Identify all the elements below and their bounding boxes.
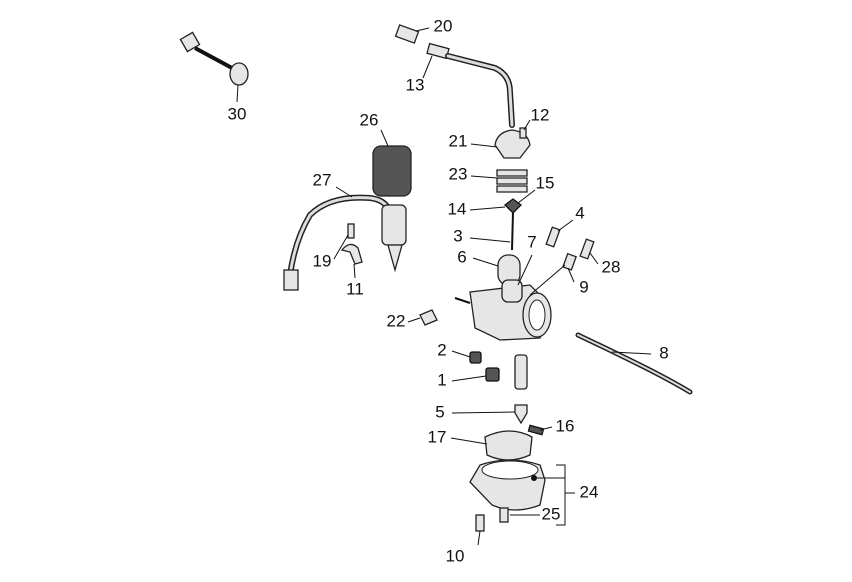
part-1-jet (485, 367, 500, 382)
part-10-screw (475, 514, 485, 532)
label-22: 22 (387, 311, 406, 330)
part-3-needle (511, 211, 514, 251)
label-10: 10 (446, 546, 465, 565)
label-8: 8 (659, 343, 668, 362)
label-26: 26 (360, 110, 379, 129)
part-28-screw (579, 238, 595, 260)
label-23: 23 (449, 164, 468, 183)
part-25-screw (499, 507, 509, 523)
part-15-clip (504, 198, 522, 214)
label-11: 11 (346, 279, 364, 298)
part-11-bracket (340, 243, 363, 265)
part-21-throttle-top (494, 127, 531, 159)
carburettor-body (454, 279, 552, 341)
label-5: 5 (435, 402, 444, 421)
label-15: 15 (536, 173, 555, 192)
callout-lines (236, 27, 652, 546)
part-number-labels: 20 13 30 26 12 21 23 15 27 14 4 3 7 19 6… (228, 16, 669, 565)
label-3: 3 (453, 226, 462, 245)
label-14: 14 (448, 199, 467, 218)
label-28: 28 (602, 257, 621, 276)
part-20-cap (394, 24, 420, 44)
part-22-screw (419, 309, 438, 326)
label-2: 2 (437, 340, 446, 359)
label-30: 30 (228, 104, 247, 123)
label-25: 25 (542, 504, 561, 523)
label-20: 20 (434, 16, 453, 35)
label-17: 17 (428, 427, 447, 446)
label-4: 4 (575, 203, 584, 222)
label-12: 12 (531, 105, 550, 124)
part-26-boot (372, 145, 412, 197)
part-23-spring (496, 169, 528, 193)
label-19: 19 (313, 251, 332, 270)
part-5-float-needle (514, 404, 528, 425)
label-21: 21 (449, 131, 468, 150)
part-17-float (484, 430, 533, 461)
part-19-screw (347, 223, 355, 239)
label-24: 24 (580, 482, 599, 501)
label-27: 27 (313, 170, 332, 189)
part-13-throttle-cable (426, 42, 515, 128)
part-8-hose (575, 332, 693, 395)
label-1: 1 (437, 370, 446, 389)
label-9: 9 (579, 277, 588, 296)
part-4-screw (545, 226, 561, 248)
part-emulsion-tube (514, 354, 528, 390)
part-9-spring (562, 252, 577, 271)
label-16: 16 (556, 416, 575, 435)
label-7: 7 (527, 232, 536, 251)
part-27-choke-cable (283, 194, 407, 291)
part-24-float-bowl (469, 459, 546, 511)
part-30-cable-adjuster (179, 31, 249, 86)
label-6: 6 (457, 247, 466, 266)
label-13: 13 (406, 75, 425, 94)
part-2-jet (469, 351, 482, 364)
part-16-pin (527, 424, 545, 436)
